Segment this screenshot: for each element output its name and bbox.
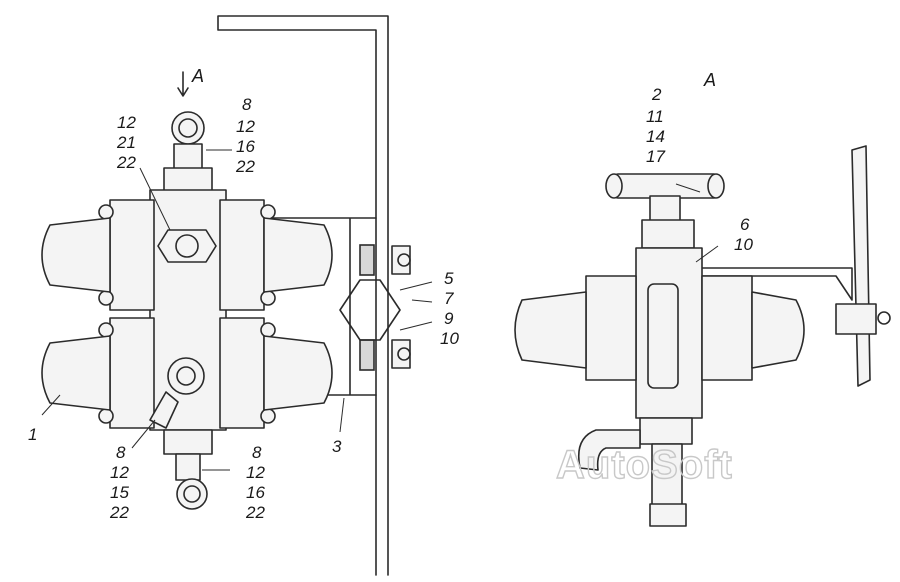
svg-text:16: 16	[236, 137, 255, 156]
svg-text:12: 12	[110, 463, 129, 482]
svg-text:11: 11	[646, 107, 664, 126]
svg-text:14: 14	[646, 127, 665, 146]
callout-tee: 2 11 14 17	[646, 85, 665, 166]
bottom-fitting	[163, 429, 213, 510]
view-arrow	[177, 71, 189, 97]
callout-top-right: 8 12 16 22	[235, 95, 255, 176]
svg-text:16: 16	[246, 483, 265, 502]
right-upper-cap	[263, 217, 333, 293]
svg-text:22: 22	[245, 503, 265, 522]
wall-plate	[851, 145, 871, 387]
svg-text:15: 15	[110, 483, 129, 502]
svg-text:8: 8	[116, 443, 126, 462]
svg-text:21: 21	[116, 133, 136, 152]
callout-part-3: 3	[332, 437, 342, 456]
left-upper-flange	[109, 199, 155, 311]
right-lower-cap	[263, 335, 333, 411]
svg-text:8: 8	[252, 443, 262, 462]
right-upper-flange	[219, 199, 265, 311]
right-left-flange	[585, 275, 637, 381]
svg-text:12: 12	[236, 117, 255, 136]
center-spindle	[647, 283, 679, 389]
callout-top-left: 12 21 22	[116, 113, 136, 172]
right-lower-flange	[219, 317, 265, 429]
svg-text:22: 22	[235, 157, 255, 176]
callout-nut: 6 10	[734, 215, 753, 254]
left-lower-cap	[41, 335, 111, 411]
right-view: A	[514, 70, 891, 527]
svg-text:9: 9	[444, 309, 454, 328]
svg-text:10: 10	[440, 329, 459, 348]
callout-part-1: 1	[28, 425, 37, 444]
svg-text:10: 10	[734, 235, 753, 254]
svg-text:6: 6	[740, 215, 750, 234]
callout-bracket: 5 7 9 10	[440, 269, 459, 348]
svg-text:17: 17	[646, 147, 665, 166]
left-upper-cap	[41, 217, 111, 293]
right-left-cap	[514, 291, 587, 369]
right-right-cap	[751, 291, 805, 369]
svg-text:12: 12	[246, 463, 265, 482]
callout-bottom-left: 8 12 15 22	[109, 443, 129, 522]
svg-text:12: 12	[117, 113, 136, 132]
top-fitting	[163, 111, 213, 193]
mounting-frame	[217, 15, 389, 576]
svg-text:7: 7	[444, 289, 454, 308]
wall-bolt	[835, 303, 877, 335]
callout-bottom-right: 8 12 16 22	[245, 443, 265, 522]
svg-text:22: 22	[116, 153, 136, 172]
upper-port-nut	[157, 229, 217, 263]
right-right-flange	[701, 275, 753, 381]
view-label-left: A	[191, 66, 204, 86]
svg-text:8: 8	[242, 95, 252, 114]
view-label-right: A	[703, 70, 716, 90]
svg-text:2: 2	[651, 85, 662, 104]
left-lower-flange	[109, 317, 155, 429]
mounting-bracket	[339, 244, 411, 371]
left-view: A 12 21 22 8 12 16 22 8 12 15 22 8 12	[28, 15, 459, 576]
svg-text:5: 5	[444, 269, 454, 288]
right-bottom-fitting	[577, 417, 693, 527]
tee-fitting	[605, 173, 725, 249]
svg-text:22: 22	[109, 503, 129, 522]
watermark: AutoSoft	[556, 443, 733, 487]
lower-port-fitting	[149, 357, 205, 429]
